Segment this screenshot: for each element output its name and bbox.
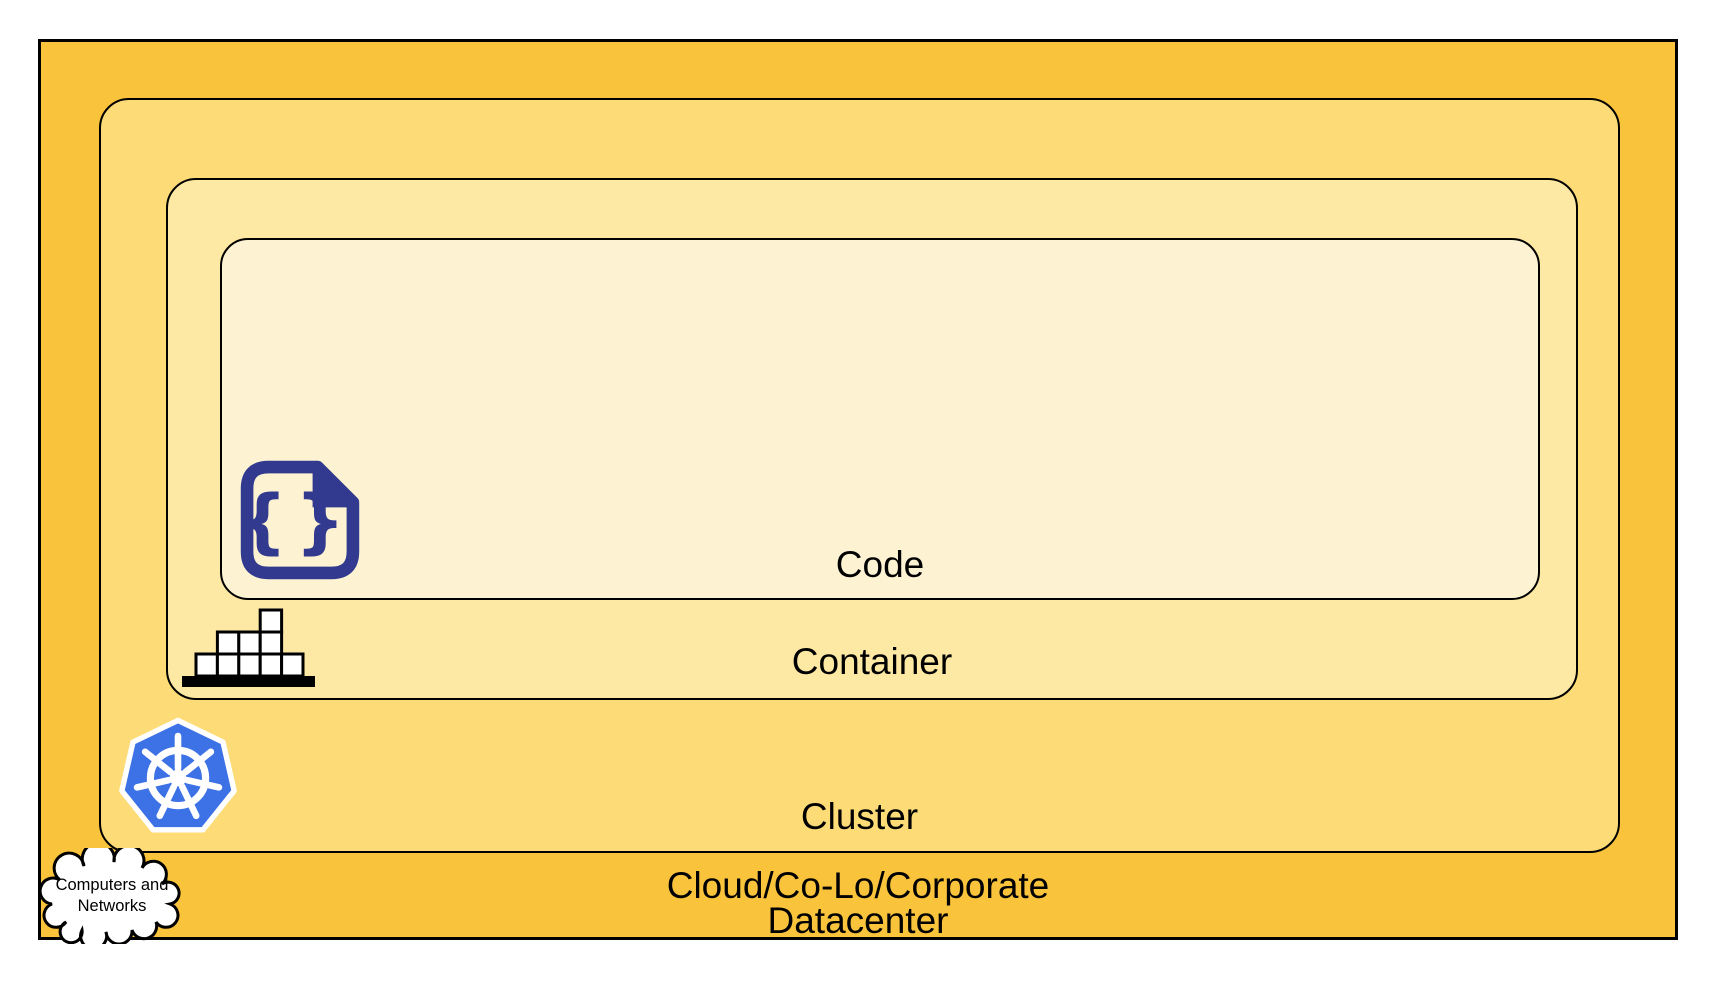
cloud-caption-line2: Networks — [78, 897, 147, 915]
datacenter-label-line1: Cloud/Co-Lo/Corporate — [666, 865, 1050, 906]
kubernetes-helm-icon — [119, 717, 237, 833]
datacenter-layer-label: Cloud/Co-Lo/Corporate Datacenter — [38, 865, 1678, 941]
code-layer-box — [220, 238, 1540, 600]
code-file-icon: {} — [237, 460, 360, 580]
cloud-caption-line1: Computers and — [56, 876, 169, 894]
svg-text:{}: {} — [237, 480, 353, 562]
container-blocks-icon — [182, 608, 315, 687]
datacenter-label-line2: Datacenter — [767, 900, 949, 941]
cloud-icon: Computers and Networks — [38, 848, 181, 944]
container-layer-label: Container — [791, 641, 953, 682]
cluster-layer-label: Cluster — [800, 796, 919, 837]
code-layer-label: Code — [835, 544, 925, 585]
